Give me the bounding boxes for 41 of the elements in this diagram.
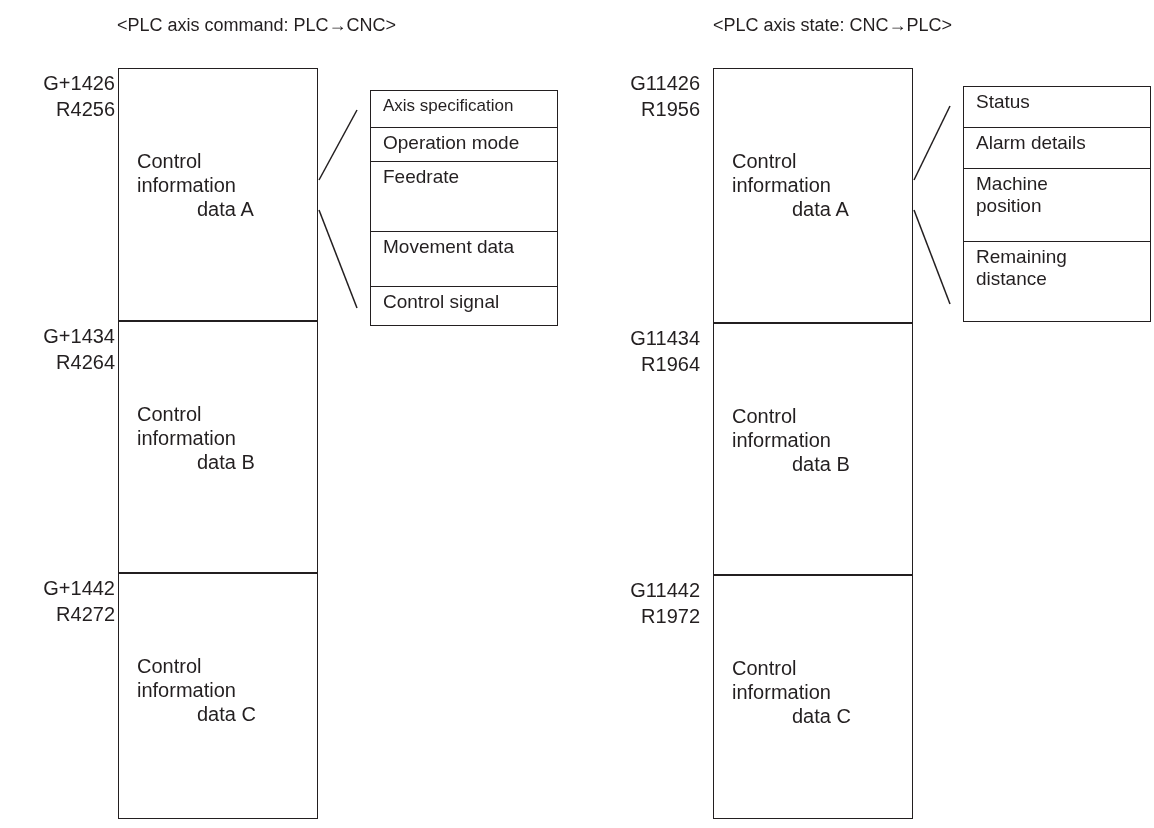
expansion-line (913, 209, 951, 305)
section-heading: <PLC axis state: CNC→PLC> (713, 15, 953, 36)
table-cell: Control signal (371, 286, 557, 325)
block-data-label: data B (197, 450, 255, 474)
table-cell: Feedrate (371, 161, 557, 231)
address-label: R4272 (56, 602, 115, 627)
address-label: R1956 (641, 97, 700, 122)
block-data-label: data C (792, 704, 851, 728)
memory-block (713, 575, 913, 819)
address-label: G11442 (630, 578, 700, 603)
address-label: G+1426 (43, 71, 115, 96)
table-cell: Operation mode (371, 127, 557, 161)
address-label: R4264 (56, 350, 115, 375)
address-label: R1964 (641, 352, 700, 377)
address-label: G+1442 (43, 576, 115, 601)
detail-table (963, 86, 1151, 322)
address-label: R1972 (641, 604, 700, 629)
block-data-label: data C (197, 702, 256, 726)
section-heading: <PLC axis command: PLC→CNC> (117, 15, 397, 36)
address-label: R4256 (56, 97, 115, 122)
address-label: G11434 (630, 326, 700, 351)
detail-table (370, 90, 558, 326)
expansion-line (318, 109, 358, 181)
expansion-line (913, 105, 951, 181)
table-cell: Axis specification (371, 91, 557, 127)
block-data-label: data A (792, 197, 849, 221)
expansion-line (318, 209, 358, 309)
block-data-label: data B (792, 452, 850, 476)
table-cell: Remaining distance (964, 241, 1150, 321)
memory-block (713, 68, 913, 323)
table-cell: Status (964, 87, 1150, 127)
table-cell: Machine position (964, 168, 1150, 241)
table-cell: Alarm details (964, 127, 1150, 168)
table-cell: Movement data (371, 231, 557, 286)
memory-block (118, 321, 318, 573)
memory-block (118, 68, 318, 321)
block-data-label: data A (197, 197, 254, 221)
address-label: G11426 (630, 71, 700, 96)
memory-block (118, 573, 318, 819)
memory-block (713, 323, 913, 575)
address-label: G+1434 (43, 324, 115, 349)
